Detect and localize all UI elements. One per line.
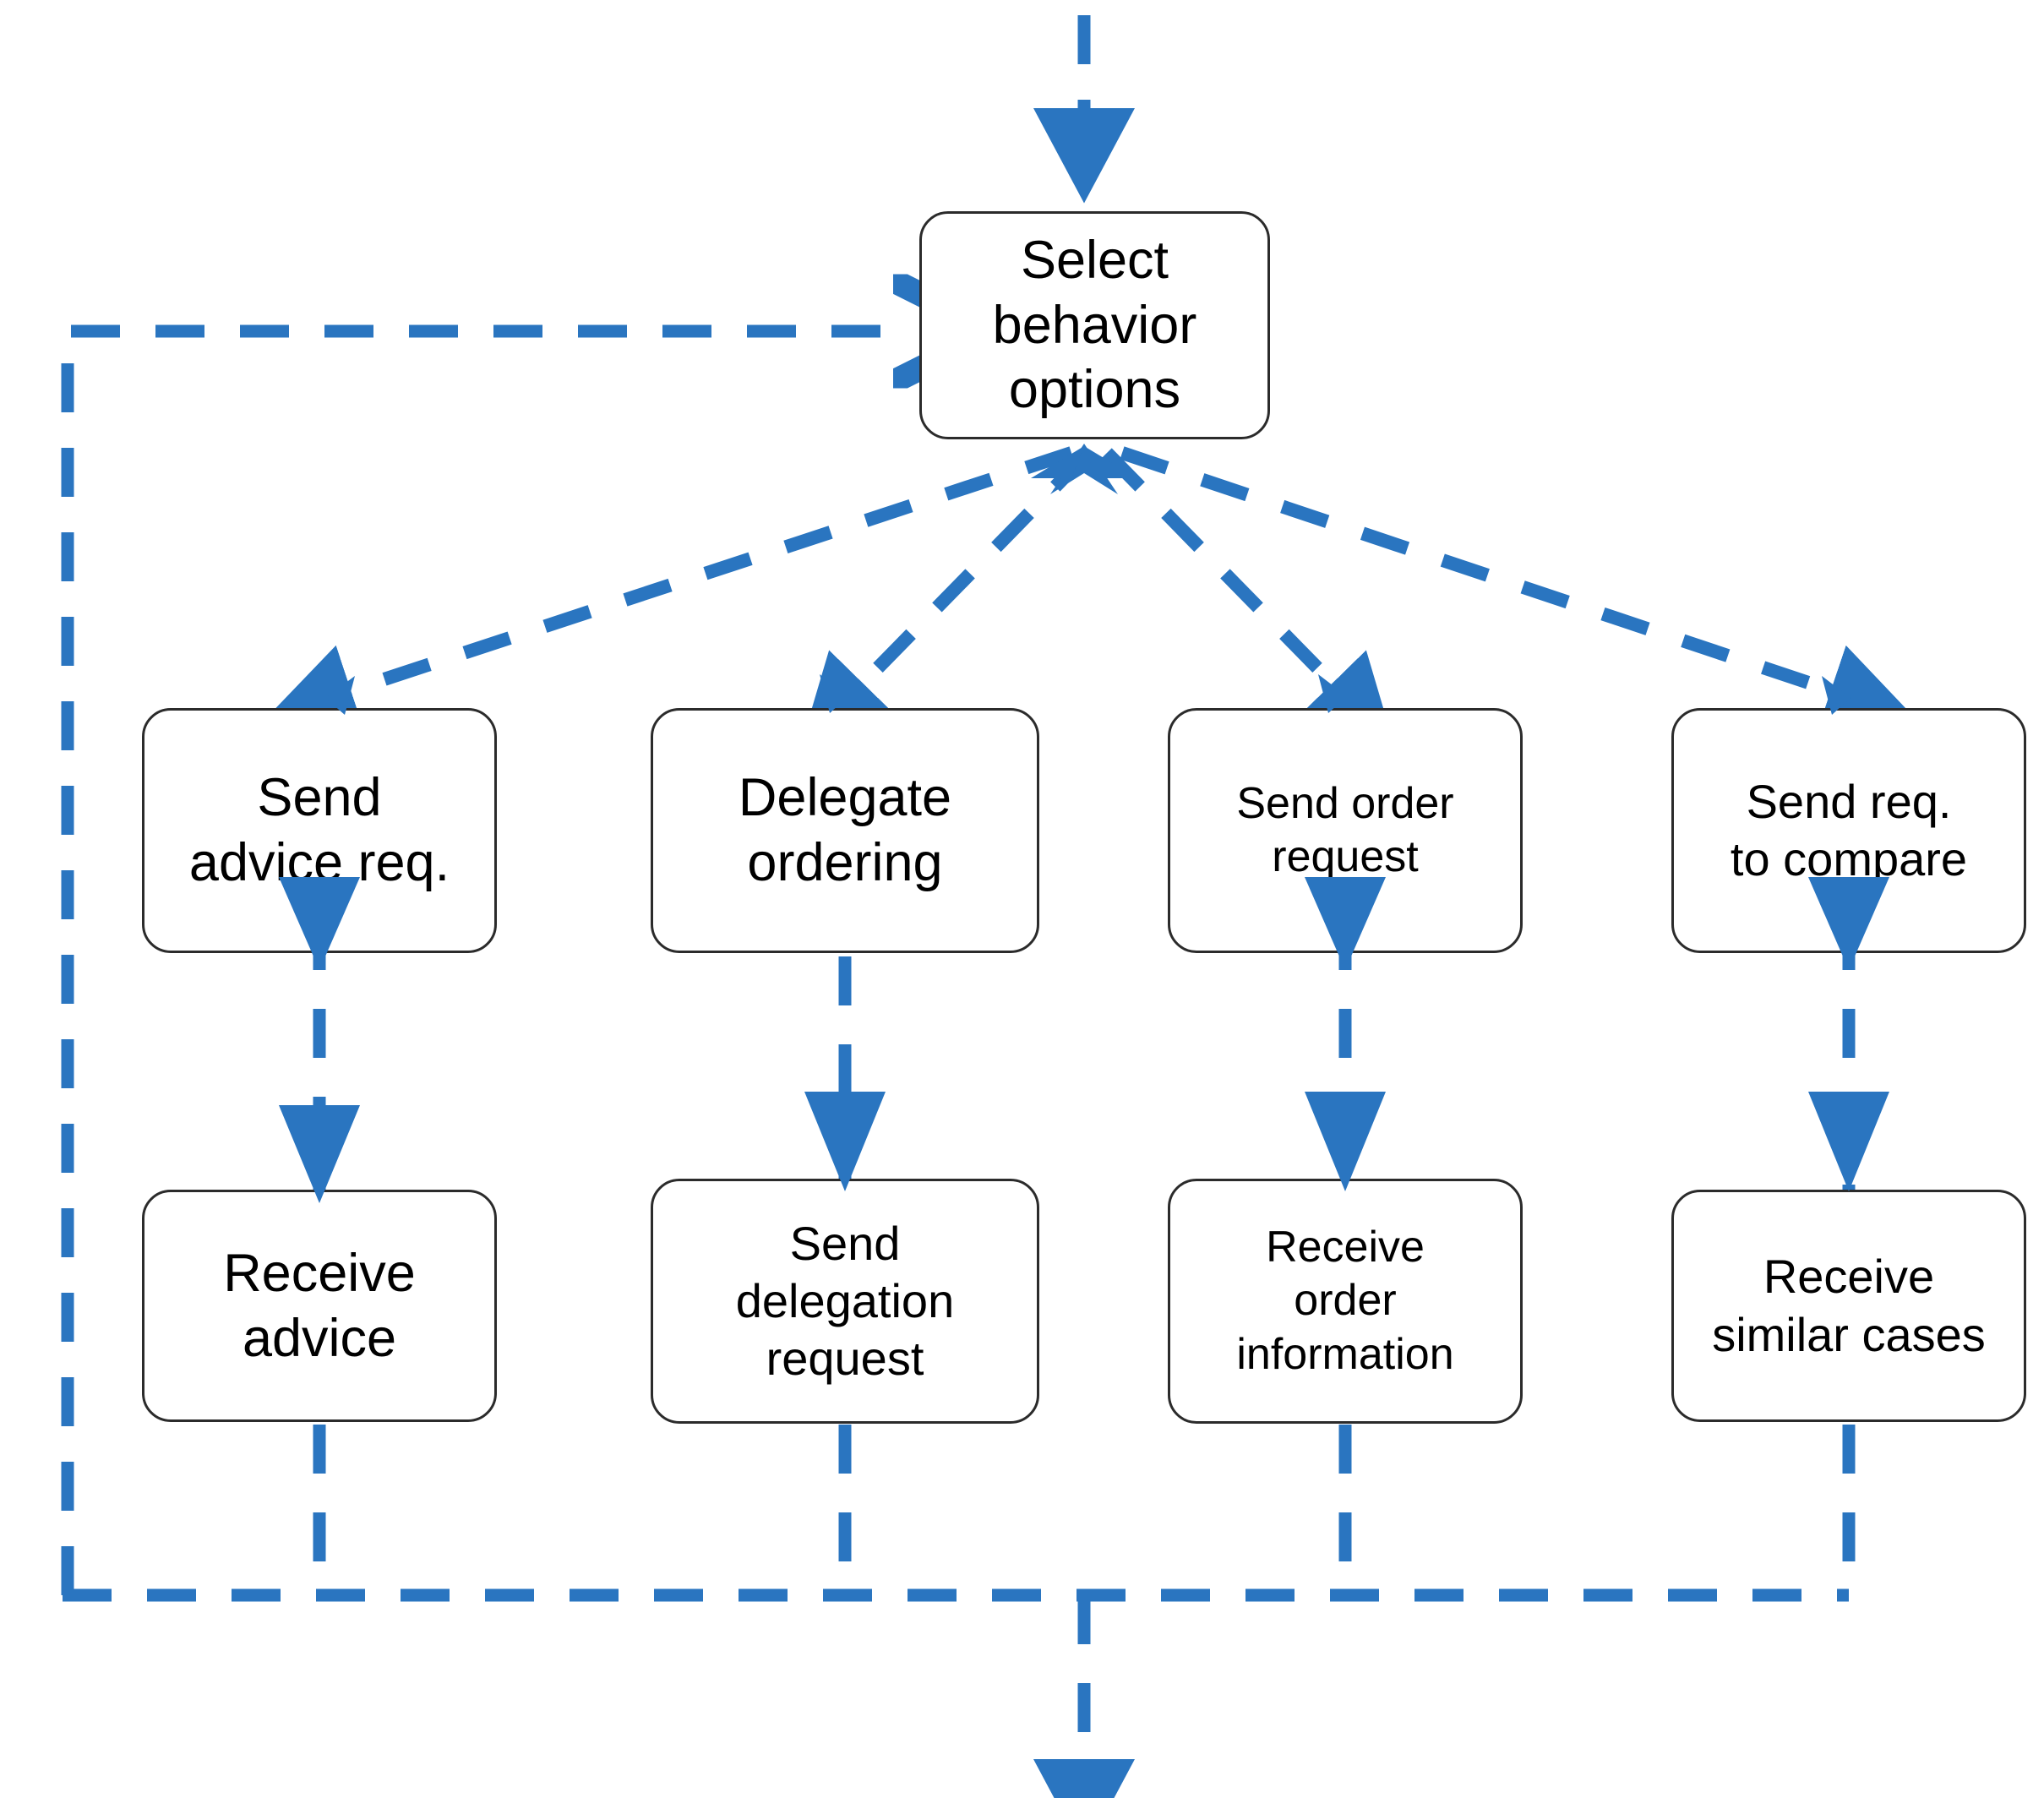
node-label-receive-similar-cases: Receive similar cases bbox=[1712, 1250, 1986, 1361]
node-label-send-delegation-request: Send delegation request bbox=[735, 1216, 955, 1386]
node-label-receive-order-information: Receive order information bbox=[1236, 1222, 1454, 1379]
node-label-receive-advice: Receive advice bbox=[223, 1243, 416, 1368]
edge-select-to-send-order-request bbox=[1102, 448, 1395, 748]
node-label-send-order-request: Send order request bbox=[1236, 778, 1454, 881]
node-select-behavior-options[interactable]: Select behavior options bbox=[919, 211, 1270, 439]
edge-select-to-send-req-to-compare bbox=[1120, 446, 1916, 736]
node-label-send-req-to-compare: Send req. to compare bbox=[1730, 774, 1968, 885]
node-label-delegate-ordering: Delegate ordering bbox=[738, 768, 952, 892]
edge-select-to-send-advice-req bbox=[265, 446, 1074, 736]
node-label-select-behavior-options: Select behavior options bbox=[992, 230, 1197, 420]
node-delegate-ordering[interactable]: Delegate ordering bbox=[651, 708, 1039, 953]
node-receive-similar-cases[interactable]: Receive similar cases bbox=[1671, 1190, 2026, 1422]
node-send-req-to-compare[interactable]: Send req. to compare bbox=[1671, 708, 2026, 953]
node-label-send-advice-req: Send advice req. bbox=[188, 768, 450, 892]
node-send-advice-req[interactable]: Send advice req. bbox=[142, 708, 497, 953]
node-receive-order-information[interactable]: Receive order information bbox=[1168, 1179, 1523, 1424]
node-send-delegation-request[interactable]: Send delegation request bbox=[651, 1179, 1039, 1424]
edge-feedback-loop-into-select bbox=[61, 331, 906, 1595]
node-send-order-request[interactable]: Send order request bbox=[1168, 708, 1523, 953]
edge-select-to-delegate-ordering bbox=[800, 448, 1093, 748]
node-receive-advice[interactable]: Receive advice bbox=[142, 1190, 497, 1422]
